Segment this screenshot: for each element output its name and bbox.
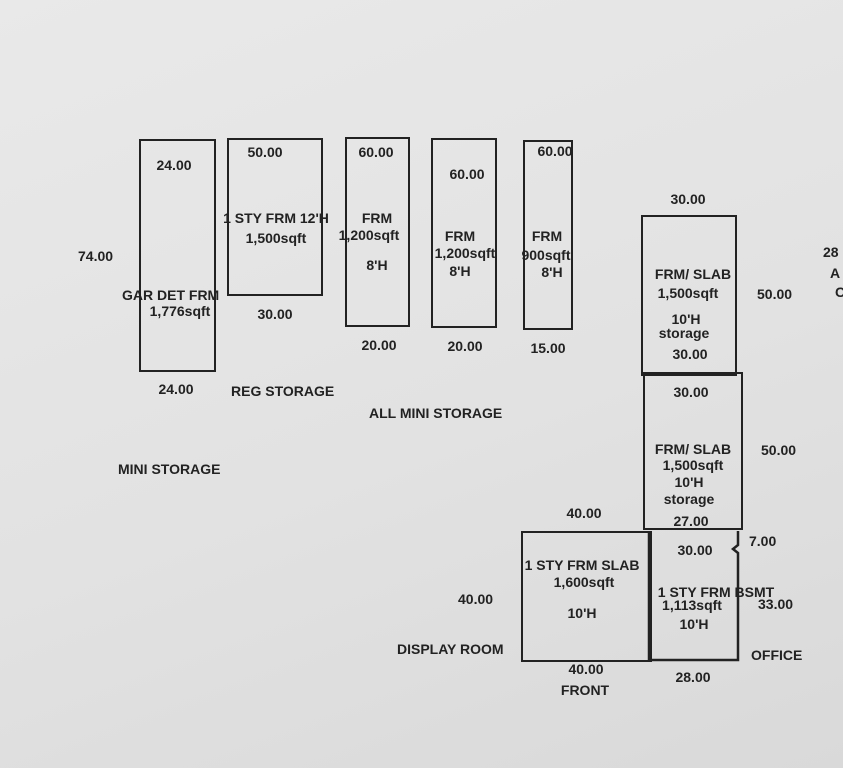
frm-building-2-top-dimension: 60.00 — [449, 166, 485, 182]
frm-building-1-area: 1,200sqft — [338, 227, 400, 243]
slab-storage-lower-height: 10'H — [674, 474, 704, 490]
front-label: FRONT — [560, 682, 610, 698]
frm-building-3-bottom-dimension: 15.00 — [530, 340, 566, 356]
frm-building-2-outline — [431, 138, 497, 328]
frm-building-1-bottom-dimension: 20.00 — [361, 337, 397, 353]
frm-building-2-area: 1,200sqft — [434, 245, 496, 261]
office-bottom-dimension: 28.00 — [675, 669, 711, 685]
slab-storage-lower-top-dimension: 30.00 — [673, 384, 709, 400]
office-side-dimension: 33.00 — [758, 596, 794, 612]
office-top-dimension: 30.00 — [677, 542, 713, 558]
frm-building-2-label: FRM — [444, 228, 476, 244]
frm-building-3-label: FRM — [531, 228, 563, 244]
reg-storage-caption: REG STORAGE — [231, 383, 335, 399]
display-room-outline — [521, 531, 652, 662]
reg-storage-label: 1 STY FRM 12'H — [223, 210, 329, 226]
office-label: 1 STY FRM BSMT — [657, 584, 775, 600]
slab-storage-lower-bottom-dimension: 27.00 — [673, 513, 709, 529]
office-caption: OFFICE — [751, 647, 803, 663]
slab-storage-lower-area: 1,500sqft — [662, 457, 724, 473]
display-room-height: 10'H — [567, 605, 597, 621]
slab-storage-upper-outline — [641, 215, 737, 376]
reg-storage-area: 1,500sqft — [245, 230, 307, 246]
edge-fragment-2: A — [830, 265, 841, 281]
slab-storage-upper-side-dimension: 50.00 — [757, 286, 793, 302]
frm-building-2-height: 8'H — [449, 263, 471, 279]
garage-top-dimension: 24.00 — [156, 157, 192, 173]
slab-storage-lower-side-dimension: 50.00 — [761, 442, 797, 458]
frm-building-3-area: 900sqft — [521, 247, 571, 263]
reg-storage-bottom-dimension: 30.00 — [257, 306, 293, 322]
display-room-side-dimension: 40.00 — [458, 591, 494, 607]
slab-storage-lower-label: FRM/ SLAB — [654, 441, 732, 457]
office-height: 10'H — [679, 616, 709, 632]
office-area: 1,113sqft — [662, 597, 722, 613]
garage-bottom-dimension: 24.00 — [158, 381, 194, 397]
garage-label: GAR DET FRM — [122, 287, 220, 303]
frm-building-3-height: 8'H — [541, 264, 563, 280]
frm-building-3-top-dimension: 60.00 — [537, 143, 573, 159]
frm-building-1-height: 8'H — [366, 257, 388, 273]
reg-storage-outline — [227, 138, 323, 296]
frm-building-3-outline — [523, 140, 573, 330]
edge-fragment-1: 28 — [823, 244, 839, 260]
slab-storage-upper-area: 1,500sqft — [657, 285, 719, 301]
slab-storage-upper-bottom-dimension: 30.00 — [672, 346, 708, 362]
frm-building-2-bottom-dimension: 20.00 — [447, 338, 483, 354]
frm-building-1-top-dimension: 60.00 — [358, 144, 394, 160]
slab-storage-upper-top-dimension: 30.00 — [670, 191, 706, 207]
slab-storage-lower-outline — [643, 372, 743, 530]
display-room-caption: DISPLAY ROOM — [397, 641, 504, 657]
frm-building-1-outline — [345, 137, 410, 327]
slab-storage-lower-use: storage — [663, 491, 715, 507]
slab-storage-upper-height: 10'H — [671, 311, 701, 327]
garage-area: 1,776sqft — [149, 303, 211, 319]
display-room-area: 1,600sqft — [553, 574, 615, 590]
edge-fragment-3: C — [835, 284, 843, 300]
display-room-label: 1 STY FRM SLAB — [524, 557, 640, 573]
garage-outline — [139, 139, 216, 372]
office-notch-dimension: 7.00 — [749, 533, 777, 549]
all-mini-storage-caption: ALL MINI STORAGE — [369, 405, 503, 421]
garage-side-dimension: 74.00 — [78, 248, 114, 264]
slab-storage-upper-use: storage — [658, 325, 710, 341]
slab-storage-upper-label: FRM/ SLAB — [654, 266, 732, 282]
frm-building-1-label: FRM — [361, 210, 393, 226]
reg-storage-top-dimension: 50.00 — [247, 144, 283, 160]
garage-caption: MINI STORAGE — [118, 461, 221, 477]
display-room-top-dimension: 40.00 — [566, 505, 602, 521]
display-room-bottom-dimension: 40.00 — [568, 661, 604, 677]
